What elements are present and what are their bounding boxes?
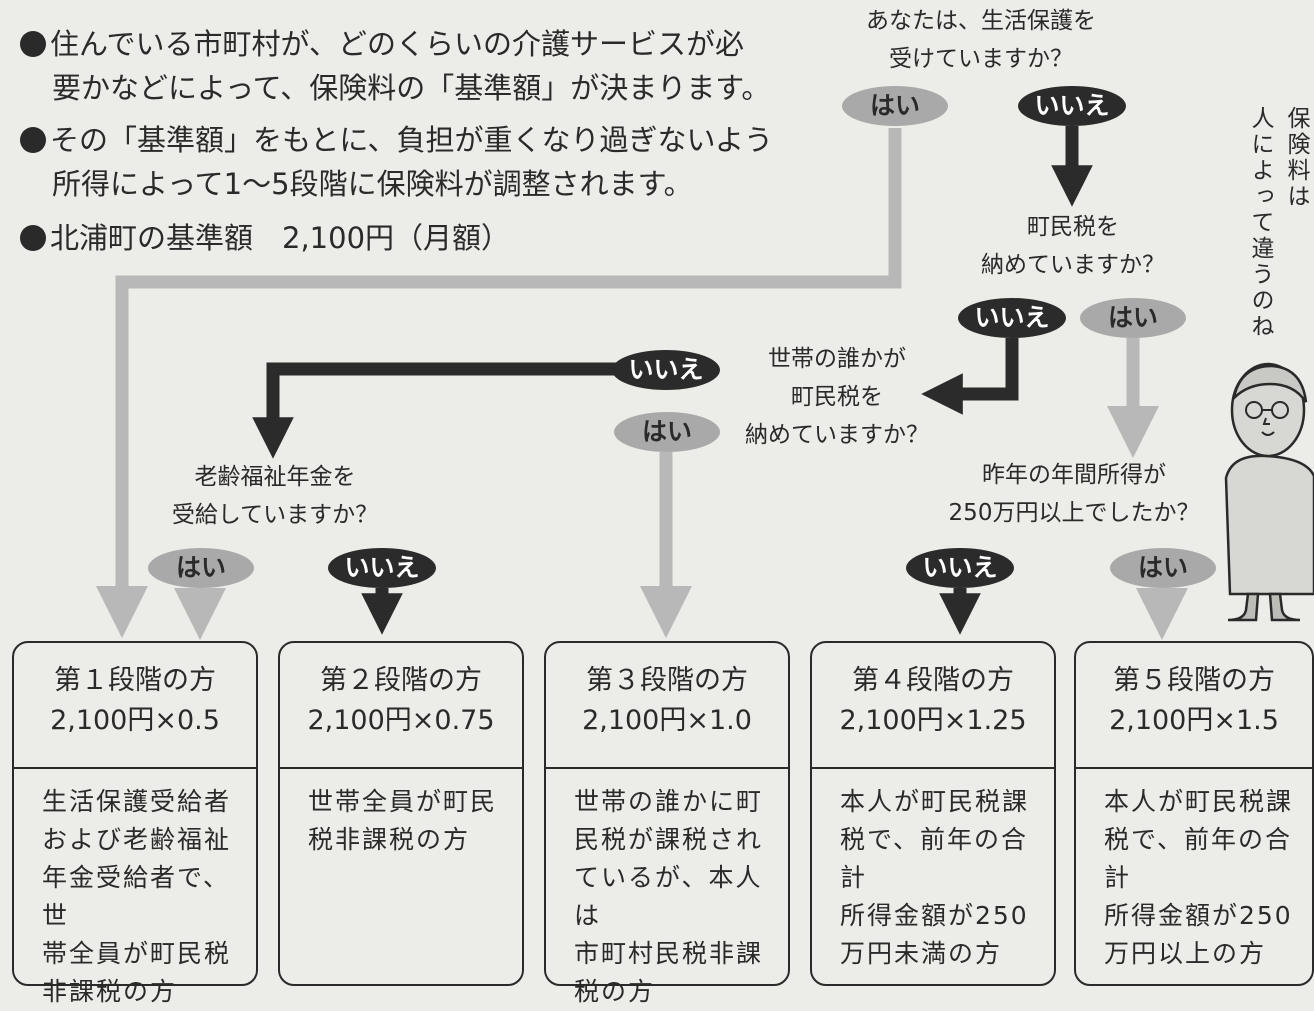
- stage-box-5: 第５段階の方 2,100円×1.5 本人が町民税課 税で、前年の合計 所得金額が…: [1074, 641, 1314, 986]
- intro-bullet-2: その「基準額」をもとに、負担が重くなり過ぎないよう: [20, 118, 773, 162]
- path-welfare-yes: [96, 128, 902, 638]
- answer-yes-town-tax: はい: [1080, 298, 1186, 338]
- intro-bullet-1-cont: 要かなどによって、保険料の「基準額」が決まります。: [52, 71, 771, 105]
- desc-line: 万円以上の方: [1104, 939, 1267, 968]
- question-text: あなたは、生活保護を: [866, 8, 1096, 34]
- stage-formula: 2,100円×0.5: [50, 705, 220, 736]
- desc-line: 年金受給者で、世: [42, 863, 231, 930]
- stage-formula: 2,100円×1.0: [582, 705, 752, 736]
- question-town-tax: 町民税を 納めていますか？: [958, 208, 1188, 284]
- side-note-line: 人によって違うのね: [1247, 106, 1273, 340]
- stage-header: 第１段階の方 2,100円×0.5: [14, 643, 256, 769]
- desc-line: 税で、前年の合計: [1104, 825, 1293, 892]
- stage-description: 世帯全員が町民 税非課税の方: [280, 769, 522, 859]
- desc-line: 所得金額が250: [840, 901, 1029, 930]
- answer-no-town-tax: いいえ: [958, 298, 1066, 338]
- stage-description: 本人が町民税課 税で、前年の合計 所得金額が250 万円未満の方: [812, 769, 1054, 973]
- question-household-tax: 世帯の誰かが 町民税を 納めていますか？: [722, 340, 952, 454]
- flowchart-connectors: [96, 126, 1188, 640]
- desc-line: 世帯全員が町民: [308, 787, 498, 816]
- question-text: 納めていますか？: [745, 422, 929, 448]
- question-text: 受給していますか？: [171, 502, 379, 528]
- stage-formula: 2,100円×1.25: [839, 705, 1027, 736]
- question-income: 昨年の年間所得が 250万円以上でしたか？: [924, 456, 1224, 532]
- answer-yes-income: はい: [1110, 548, 1216, 588]
- stage-header: 第３段階の方 2,100円×1.0: [546, 643, 788, 769]
- question-text: 250万円以上でしたか？: [948, 500, 1200, 526]
- stage-box-2: 第２段階の方 2,100円×0.75 世帯全員が町民 税非課税の方: [278, 641, 524, 986]
- question-welfare: あなたは、生活保護を 受けていますか？: [826, 2, 1136, 78]
- desc-line: 所得金額が250: [1104, 901, 1293, 930]
- desc-line: 税の方: [574, 977, 656, 1006]
- desc-line: 非課税の方: [42, 977, 178, 1006]
- answer-no-household: いいえ: [612, 350, 720, 390]
- desc-line: 生活保護受給者: [42, 787, 232, 816]
- stage-description: 世帯の誰かに町 民税が課税され ているが、本人は 市町村民税非課 税の方: [546, 769, 788, 1011]
- elderly-woman-illustration: [1224, 362, 1314, 622]
- side-note-line: 保険料は: [1283, 106, 1309, 210]
- bullet-dot-icon: [20, 225, 46, 251]
- stage-title: 第１段階の方: [54, 665, 216, 696]
- desc-line: および老齢福祉: [42, 825, 232, 854]
- answer-no-pension: いいえ: [328, 548, 436, 588]
- stage-title: 第３段階の方: [586, 665, 748, 696]
- answer-yes-pension: はい: [148, 548, 254, 588]
- answer-no-income: いいえ: [906, 548, 1014, 588]
- stage-header: 第４段階の方 2,100円×1.25: [812, 643, 1054, 769]
- path-household-no: [252, 362, 618, 459]
- intro-bullet-1: 住んでいる市町村が、どのくらいの介護サービスが必: [20, 22, 744, 66]
- intro-bullet-2-cont: 所得によって1～5段階に保険料が調整されます。: [52, 167, 693, 201]
- stage-box-1: 第１段階の方 2,100円×0.5 生活保護受給者 および老齢福祉 年金受給者で…: [12, 641, 258, 1006]
- question-text: 世帯の誰かが: [768, 346, 906, 372]
- stage-formula: 2,100円×1.5: [1109, 705, 1279, 736]
- answer-yes-household: はい: [614, 412, 720, 452]
- desc-line: 市町村民税非課: [574, 939, 764, 968]
- desc-line: ているが、本人は: [574, 863, 763, 930]
- desc-line: 税で、前年の合計: [840, 825, 1029, 892]
- desc-line: 世帯の誰かに町: [574, 787, 764, 816]
- stage-formula: 2,100円×0.75: [307, 705, 495, 736]
- stage-description: 生活保護受給者 および老齢福祉 年金受給者で、世 帯全員が町民税 非課税の方: [14, 769, 256, 1011]
- stage-box-3: 第３段階の方 2,100円×1.0 世帯の誰かに町 民税が課税され ているが、本…: [544, 641, 790, 1006]
- desc-line: 万円未満の方: [840, 939, 1003, 968]
- desc-line: 本人が町民税課: [1104, 787, 1294, 816]
- intro-text: その「基準額」をもとに、負担が重くなり過ぎないよう: [50, 123, 773, 157]
- answer-yes-welfare: はい: [842, 86, 948, 126]
- path-tax-no: [921, 338, 1019, 415]
- desc-line: 本人が町民税課: [840, 787, 1030, 816]
- stage-description: 本人が町民税課 税で、前年の合計 所得金額が250 万円以上の方: [1076, 769, 1312, 973]
- question-pension: 老齢福祉年金を 受給していますか？: [140, 458, 410, 534]
- base-amount-text: 北浦町の基準額 2,100円（月額）: [50, 221, 511, 255]
- stage-box-4: 第４段階の方 2,100円×1.25 本人が町民税課 税で、前年の合計 所得金額…: [810, 641, 1056, 986]
- question-text: 町民税を: [1027, 214, 1119, 240]
- stage-header: 第５段階の方 2,100円×1.5: [1076, 643, 1312, 769]
- stage-header: 第２段階の方 2,100円×0.75: [280, 643, 522, 769]
- stage-title: 第２段階の方: [320, 665, 482, 696]
- answer-no-welfare: いいえ: [1018, 86, 1126, 126]
- intro-bullet-3: 北浦町の基準額 2,100円（月額）: [20, 216, 510, 260]
- question-text: 受けていますか？: [889, 46, 1073, 72]
- question-text: 納めていますか？: [981, 252, 1165, 278]
- question-text: 老齢福祉年金を: [194, 464, 356, 490]
- bullet-dot-icon: [20, 31, 46, 57]
- bullet-dot-icon: [20, 127, 46, 153]
- stage-title: 第４段階の方: [852, 665, 1014, 696]
- desc-line: 民税が課税され: [574, 825, 764, 854]
- side-note: 保険料は 人によって違うのね: [1247, 106, 1314, 376]
- question-text: 昨年の年間所得が: [982, 462, 1166, 488]
- intro-text: 住んでいる市町村が、どのくらいの介護サービスが必: [50, 27, 744, 61]
- question-text: 町民税を: [791, 384, 883, 410]
- stage-title: 第５段階の方: [1113, 665, 1275, 696]
- desc-line: 税非課税の方: [308, 825, 471, 854]
- desc-line: 帯全員が町民税: [42, 939, 232, 968]
